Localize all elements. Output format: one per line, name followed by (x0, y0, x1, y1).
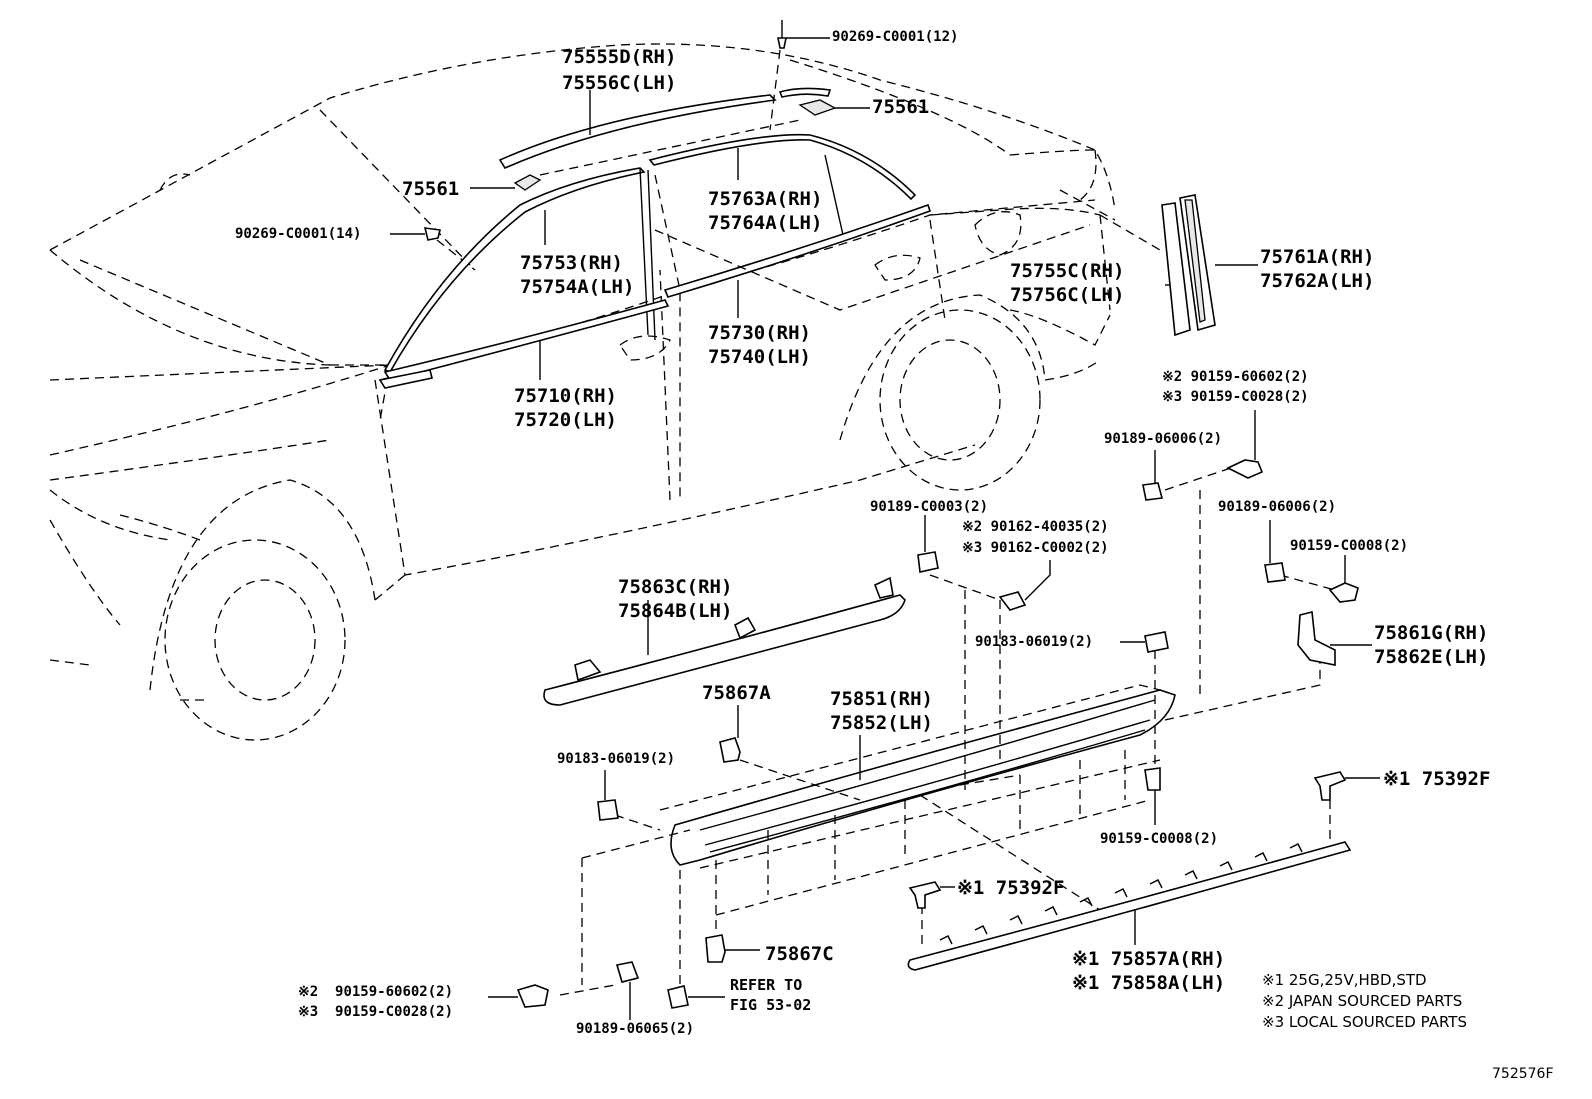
note-2: ※2 JAPAN SOURCED PARTS (1262, 992, 1463, 1010)
label-nut-left: 90183-06019(2) (557, 751, 676, 767)
label-frame-front-rh: 75753(RH) (520, 252, 623, 274)
label-frame-front-lh: 75754A(LH) (520, 276, 635, 298)
label-screw-lower: 90159-C0008(2) (1100, 831, 1219, 847)
window-moldings (378, 133, 1091, 389)
label-lower-molding-lh: ※1 75858A(LH) (1072, 972, 1226, 994)
label-nut-upper: 90189-06006(2) (1104, 431, 1223, 447)
label-belt-front-rh: 75710(RH) (514, 385, 617, 407)
label-quarter-rh: 75755C(RH) (1010, 260, 1125, 282)
label-screw-mid-japan: ※2 90162-40035(2) (962, 519, 1109, 535)
label-pillar-lh: 75762A(LH) (1260, 270, 1375, 292)
label-sill-upper-rh: 75863C(RH) (618, 576, 733, 598)
label-sill-upper-lh: 75864B(LH) (618, 600, 733, 622)
label-screw-right: 90159-C0008(2) (1290, 538, 1409, 554)
label-frame-rear-lh: 75764A(LH) (708, 212, 823, 234)
label-clip-75561-left: 75561 (402, 178, 460, 200)
label-quarter-lh: 75756C(LH) (1010, 284, 1125, 306)
pillar-garnishes (1099, 194, 1258, 337)
note-1: ※1 25G,25V,HBD,STD (1262, 971, 1427, 989)
label-roof-molding-lh: 75556C(LH) (562, 72, 677, 94)
label-bolt-left-local: ※3 90159-C0028(2) (298, 1004, 454, 1020)
roof-molding (390, 20, 870, 271)
rocker-assembly (488, 410, 1380, 1020)
label-clip-75392f-lower: ※1 75392F (957, 877, 1065, 899)
label-bolt-left-japan: ※2 90159-60602(2) (298, 984, 454, 1000)
label-bracket-lh: 75862E(LH) (1374, 646, 1489, 668)
label-nut-mid: 90183-06019(2) (975, 634, 1094, 650)
label-rocker-lh: 75852(LH) (830, 712, 933, 734)
label-bolt-upper-japan: ※2 90159-60602(2) (1162, 369, 1309, 385)
label-belt-front-lh: 75720(LH) (514, 409, 617, 431)
label-lower-molding-rh: ※1 75857A(RH) (1072, 948, 1226, 970)
label-screw-mid-local: ※3 90162-C0002(2) (962, 540, 1109, 556)
car-outline (49, 43, 1116, 741)
label-rocker-rh: 75851(RH) (830, 688, 933, 710)
note-3: ※3 LOCAL SOURCED PARTS (1262, 1013, 1467, 1031)
label-refer-fig: FIG 53-02 (730, 996, 812, 1014)
label-clip-75561-right: 75561 (872, 96, 930, 118)
label-roof-molding-rh: 75555D(RH) (562, 46, 677, 68)
label-clip-75867c: 75867C (765, 943, 834, 965)
label-clip-front: 90269-C0001(14) (235, 226, 362, 242)
label-pillar-rh: 75761A(RH) (1260, 246, 1375, 268)
label-belt-rear-rh: 75730(RH) (708, 322, 811, 344)
label-frame-rear-rh: 75763A(RH) (708, 188, 823, 210)
figure-id: 752576F (1492, 1066, 1554, 1082)
label-nut-bottom: 90189-06065(2) (576, 1021, 695, 1037)
label-nut-right: 90189-06006(2) (1218, 499, 1337, 515)
label-clip-75392f-right: ※1 75392F (1383, 768, 1491, 790)
label-clip-75867a: 75867A (702, 682, 771, 704)
label-refer-to: REFER TO (730, 976, 803, 994)
label-belt-rear-lh: 75740(LH) (708, 346, 811, 368)
label-clip-top: 90269-C0001(12) (832, 29, 959, 45)
label-bracket-rh: 75861G(RH) (1374, 622, 1489, 644)
label-plug: 90189-C0003(2) (870, 499, 989, 515)
label-bolt-upper-local: ※3 90159-C0028(2) (1162, 389, 1309, 405)
